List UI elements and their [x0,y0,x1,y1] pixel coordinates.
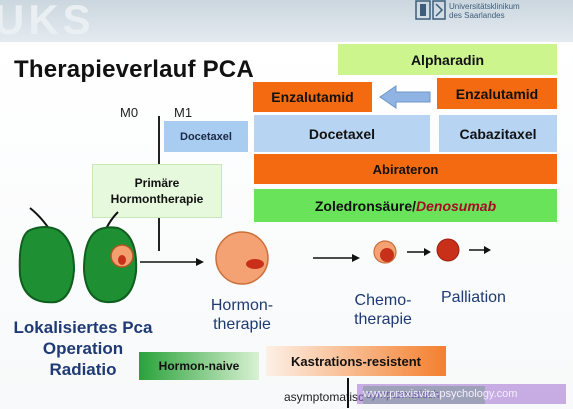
palliation-label: Palliation [441,289,506,306]
arrow-head-4 [484,246,491,254]
localized-pca-line-1: Lokalisiertes Pca [13,318,153,337]
localized-pca-line-2: Operation [42,339,124,358]
castration-resistant-box: Kastrations-resistent [266,346,446,376]
docetaxel-box-small: Docetaxel [164,121,248,152]
zoledronsaeure-box: Zoledronsäure/Denosumab [254,189,557,222]
zoledronsaeure-label: Zoledronsäure/ [314,197,416,214]
university-logo-icon [415,0,446,20]
left-arrow-icon [379,85,431,109]
university-name: Universitätsklinikum des Saarlandes [449,2,520,20]
arrow-head-3 [424,248,431,256]
chemotherapy-line-1: Chemo- [354,292,412,309]
docetaxel-box: Docetaxel [254,115,430,152]
hormone-stage-nucleus-icon [246,259,264,269]
slide-title: Therapieverlauf PCA [14,56,254,83]
hormone-therapy-label: Hormon- therapie [207,296,277,334]
logo-line-1: Universitätsklinikum [449,2,520,11]
hormone-stage-cell-icon [215,231,269,285]
enzalutamid-box-left: Enzalutamid [253,82,372,112]
denosumab-label: Denosumab [416,197,497,214]
primaere-line-2: Hormontherapie [110,192,204,206]
localized-pca-label: Lokalisiertes Pca Operation Radiatio [0,317,168,380]
left-prostate-lobe-icon [18,226,76,304]
asymptomatic-divider [347,378,349,408]
website-watermark: www.praxisvita-psychology.com [357,384,566,404]
chemotherapy-line-2: therapie [354,311,412,328]
abirateron-box: Abirateron [254,154,557,184]
alpharadin-box: Alpharadin [338,44,557,75]
m0-label: M0 [120,105,139,120]
hormone-therapy-line-1: Hormon- [210,297,274,314]
primaere-line-1: Primäre [134,176,180,190]
m1-label: M1 [174,105,193,120]
uks-watermark: UKS [0,0,95,43]
logo-line-2: des Saarlandes [449,11,505,20]
primaere-hormontherapie-box: Primäre Hormontherapie [92,164,222,218]
enzalutamid-box-right: Enzalutamid [437,78,557,109]
tumor-nucleus-icon [118,255,126,265]
hormone-therapy-line-2: therapie [213,316,271,333]
arrow-head-1 [196,258,204,266]
asymptomatic-label: asymptomatisch [284,390,371,404]
header-band [0,0,573,42]
disease-progression-illustration [18,207,491,304]
cabazitaxel-box: Cabazitaxel [439,115,557,152]
chemotherapy-label: Chemo- therapie [343,291,423,329]
localized-pca-line-3: Radiatio [49,360,117,379]
hormone-naive-box: Hormon-naive [139,352,259,380]
palliation-stage-cell-icon [436,238,460,262]
chemo-stage-nucleus-icon [380,248,394,262]
arrow-head-2 [352,254,360,262]
